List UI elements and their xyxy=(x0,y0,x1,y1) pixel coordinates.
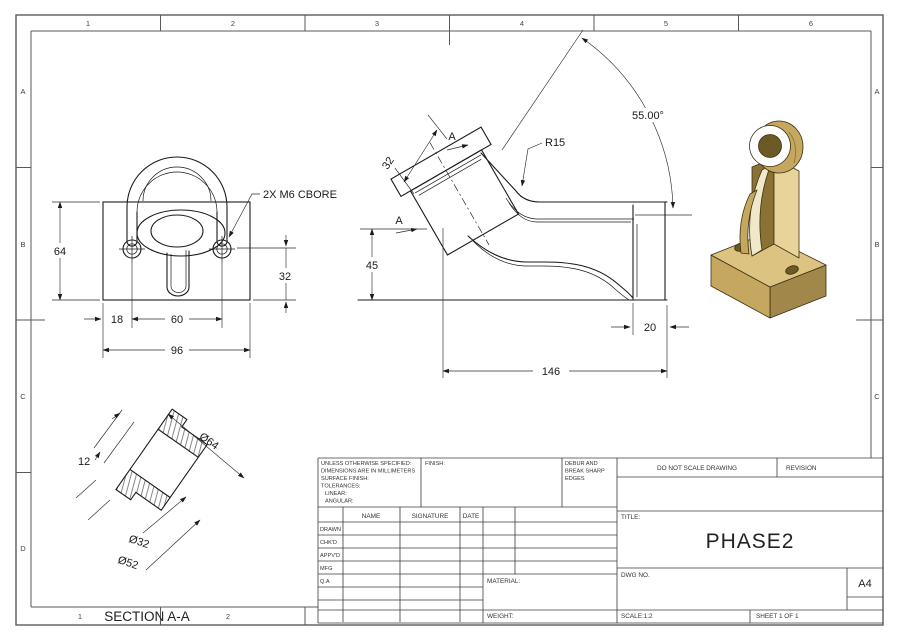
callout-text: 2X M6 CBORE xyxy=(263,189,337,201)
spec-line-4: TOLERANCES: xyxy=(321,484,361,490)
dim-hole-height: 32 xyxy=(237,235,297,313)
zone-top-3: 3 xyxy=(375,19,379,28)
dim-d52-text: Ø52 xyxy=(116,554,139,572)
dim-boss-32: 32 xyxy=(380,114,448,195)
col-signature: SIGNATURE xyxy=(412,513,449,520)
side-view: A A 32 45 146 20 xyxy=(357,29,692,378)
dim-d64: Ø64 xyxy=(167,413,245,479)
row-appvd: APPV'D xyxy=(320,553,340,559)
debur-note: DEBUR AND BREAK SHARP EDGES xyxy=(565,461,605,482)
approval-rows: DRAWN CHK'D APPV'D MFG Q.A xyxy=(320,527,341,585)
title-block-spec-note: UNLESS OTHERWISE SPECIFIED: DIMENSIONS A… xyxy=(321,461,415,505)
sheet-label: SHEET 1 OF 1 xyxy=(756,613,799,620)
dim-r15-text: R15 xyxy=(545,137,565,149)
dim-60: 60 xyxy=(171,314,183,326)
dim-20-text: 20 xyxy=(644,322,656,334)
dim-18: 18 xyxy=(111,314,123,326)
zone-right-b: B xyxy=(874,240,879,249)
row-chkd: CHK'D xyxy=(320,540,337,546)
spec-line-2: DIMENSIONS ARE IN MILLIMETERS xyxy=(321,469,415,475)
iso-ring-bore xyxy=(758,134,782,158)
col-name: NAME xyxy=(362,513,380,520)
section-cut-marker: A A xyxy=(395,131,469,234)
section-label: SECTION A-A xyxy=(104,609,190,624)
spec-line-3: SURFACE FINISH: xyxy=(321,476,369,482)
zone-top-6: 6 xyxy=(809,19,813,28)
zone-top-2: 2 xyxy=(231,19,235,28)
dim-20: 20 xyxy=(611,303,689,335)
do-not-scale-label: DO NOT SCALE DRAWING xyxy=(657,465,737,472)
debur-line-3: EDGES xyxy=(565,476,585,482)
zone-left-d: D xyxy=(20,544,26,553)
dim-bottom-group: 18 60 96 xyxy=(84,262,251,358)
sheet-border xyxy=(15,14,884,626)
dim-angle-text: 55.00° xyxy=(632,110,664,122)
dim-45: 45 xyxy=(360,228,427,301)
dim-146: 146 xyxy=(442,228,668,378)
material-label: MATERIAL: xyxy=(487,578,520,585)
debur-line-2: BREAK SHARP xyxy=(565,469,605,475)
dim-r15: R15 xyxy=(520,137,565,187)
section-marker-a-top: A xyxy=(448,131,456,143)
section-view: 12 Ø64 Ø32 Ø52 SECTION A-A xyxy=(75,408,245,624)
iso-hole-right xyxy=(785,265,799,275)
finish-label: FINISH: xyxy=(425,461,445,467)
zone-top-1: 1 xyxy=(86,19,90,28)
iso-ring-edge xyxy=(788,131,797,164)
front-view: 64 32 2X M6 CBORE 18 60 96 xyxy=(49,156,337,358)
scale-label: SCALE:1:2 xyxy=(621,613,653,620)
col-date: DATE xyxy=(463,513,480,520)
paper-size: A4 xyxy=(858,578,871,590)
dim-12-text: 12 xyxy=(78,456,90,468)
spec-line-6: ANGULAR: xyxy=(325,499,354,505)
spec-line-5: LINEAR: xyxy=(325,491,347,497)
row-qa: Q.A xyxy=(320,579,330,585)
row-drawn: DRAWN xyxy=(320,527,341,533)
dim-32-front: 32 xyxy=(279,271,291,283)
zone-right-c: C xyxy=(874,392,880,401)
zone-bottom-1: 1 xyxy=(78,612,82,621)
dim-45-text: 45 xyxy=(366,260,378,272)
zone-top-5: 5 xyxy=(664,19,668,28)
cbore-hole-right xyxy=(209,236,235,262)
iso-web-outer xyxy=(739,189,758,255)
dim-96: 96 xyxy=(171,345,183,357)
zone-right-a: A xyxy=(874,87,879,96)
title-block: UNLESS OTHERWISE SPECIFIED: DIMENSIONS A… xyxy=(317,457,883,624)
zone-left-a: A xyxy=(20,87,25,96)
cbore-callout: 2X M6 CBORE xyxy=(228,189,337,238)
dim-front-height: 64 xyxy=(49,201,100,301)
spec-line-1: UNLESS OTHERWISE SPECIFIED: xyxy=(321,461,412,467)
zone-top-4: 4 xyxy=(520,19,524,28)
zone-left-c: C xyxy=(20,392,26,401)
revision-label: REVISION xyxy=(786,465,817,472)
zone-labels: 1 2 3 4 5 6 1 2 A B C D A B C xyxy=(20,19,880,621)
dwg-no-label: DWG NO. xyxy=(621,572,650,579)
dim-146-text: 146 xyxy=(542,366,560,378)
title-label: TITLE: xyxy=(621,514,640,521)
section-marker-a-bottom: A xyxy=(395,215,403,227)
debur-line-1: DEBUR AND xyxy=(565,461,598,467)
isometric-view xyxy=(710,120,827,319)
weight-label: WEIGHT: xyxy=(487,613,514,620)
zone-left-b: B xyxy=(20,240,25,249)
dim-64: 64 xyxy=(54,246,66,258)
drawing-title: PHASE2 xyxy=(706,530,795,553)
dim-12: 12 xyxy=(78,409,135,468)
row-mfg: MFG xyxy=(320,566,332,572)
zone-bottom-2: 2 xyxy=(226,612,230,621)
dim-d32-text: Ø32 xyxy=(127,533,150,551)
dim-32-side: 32 xyxy=(380,155,397,172)
dim-angle: 55.00° xyxy=(501,29,692,216)
cbore-hole-left xyxy=(119,236,145,262)
